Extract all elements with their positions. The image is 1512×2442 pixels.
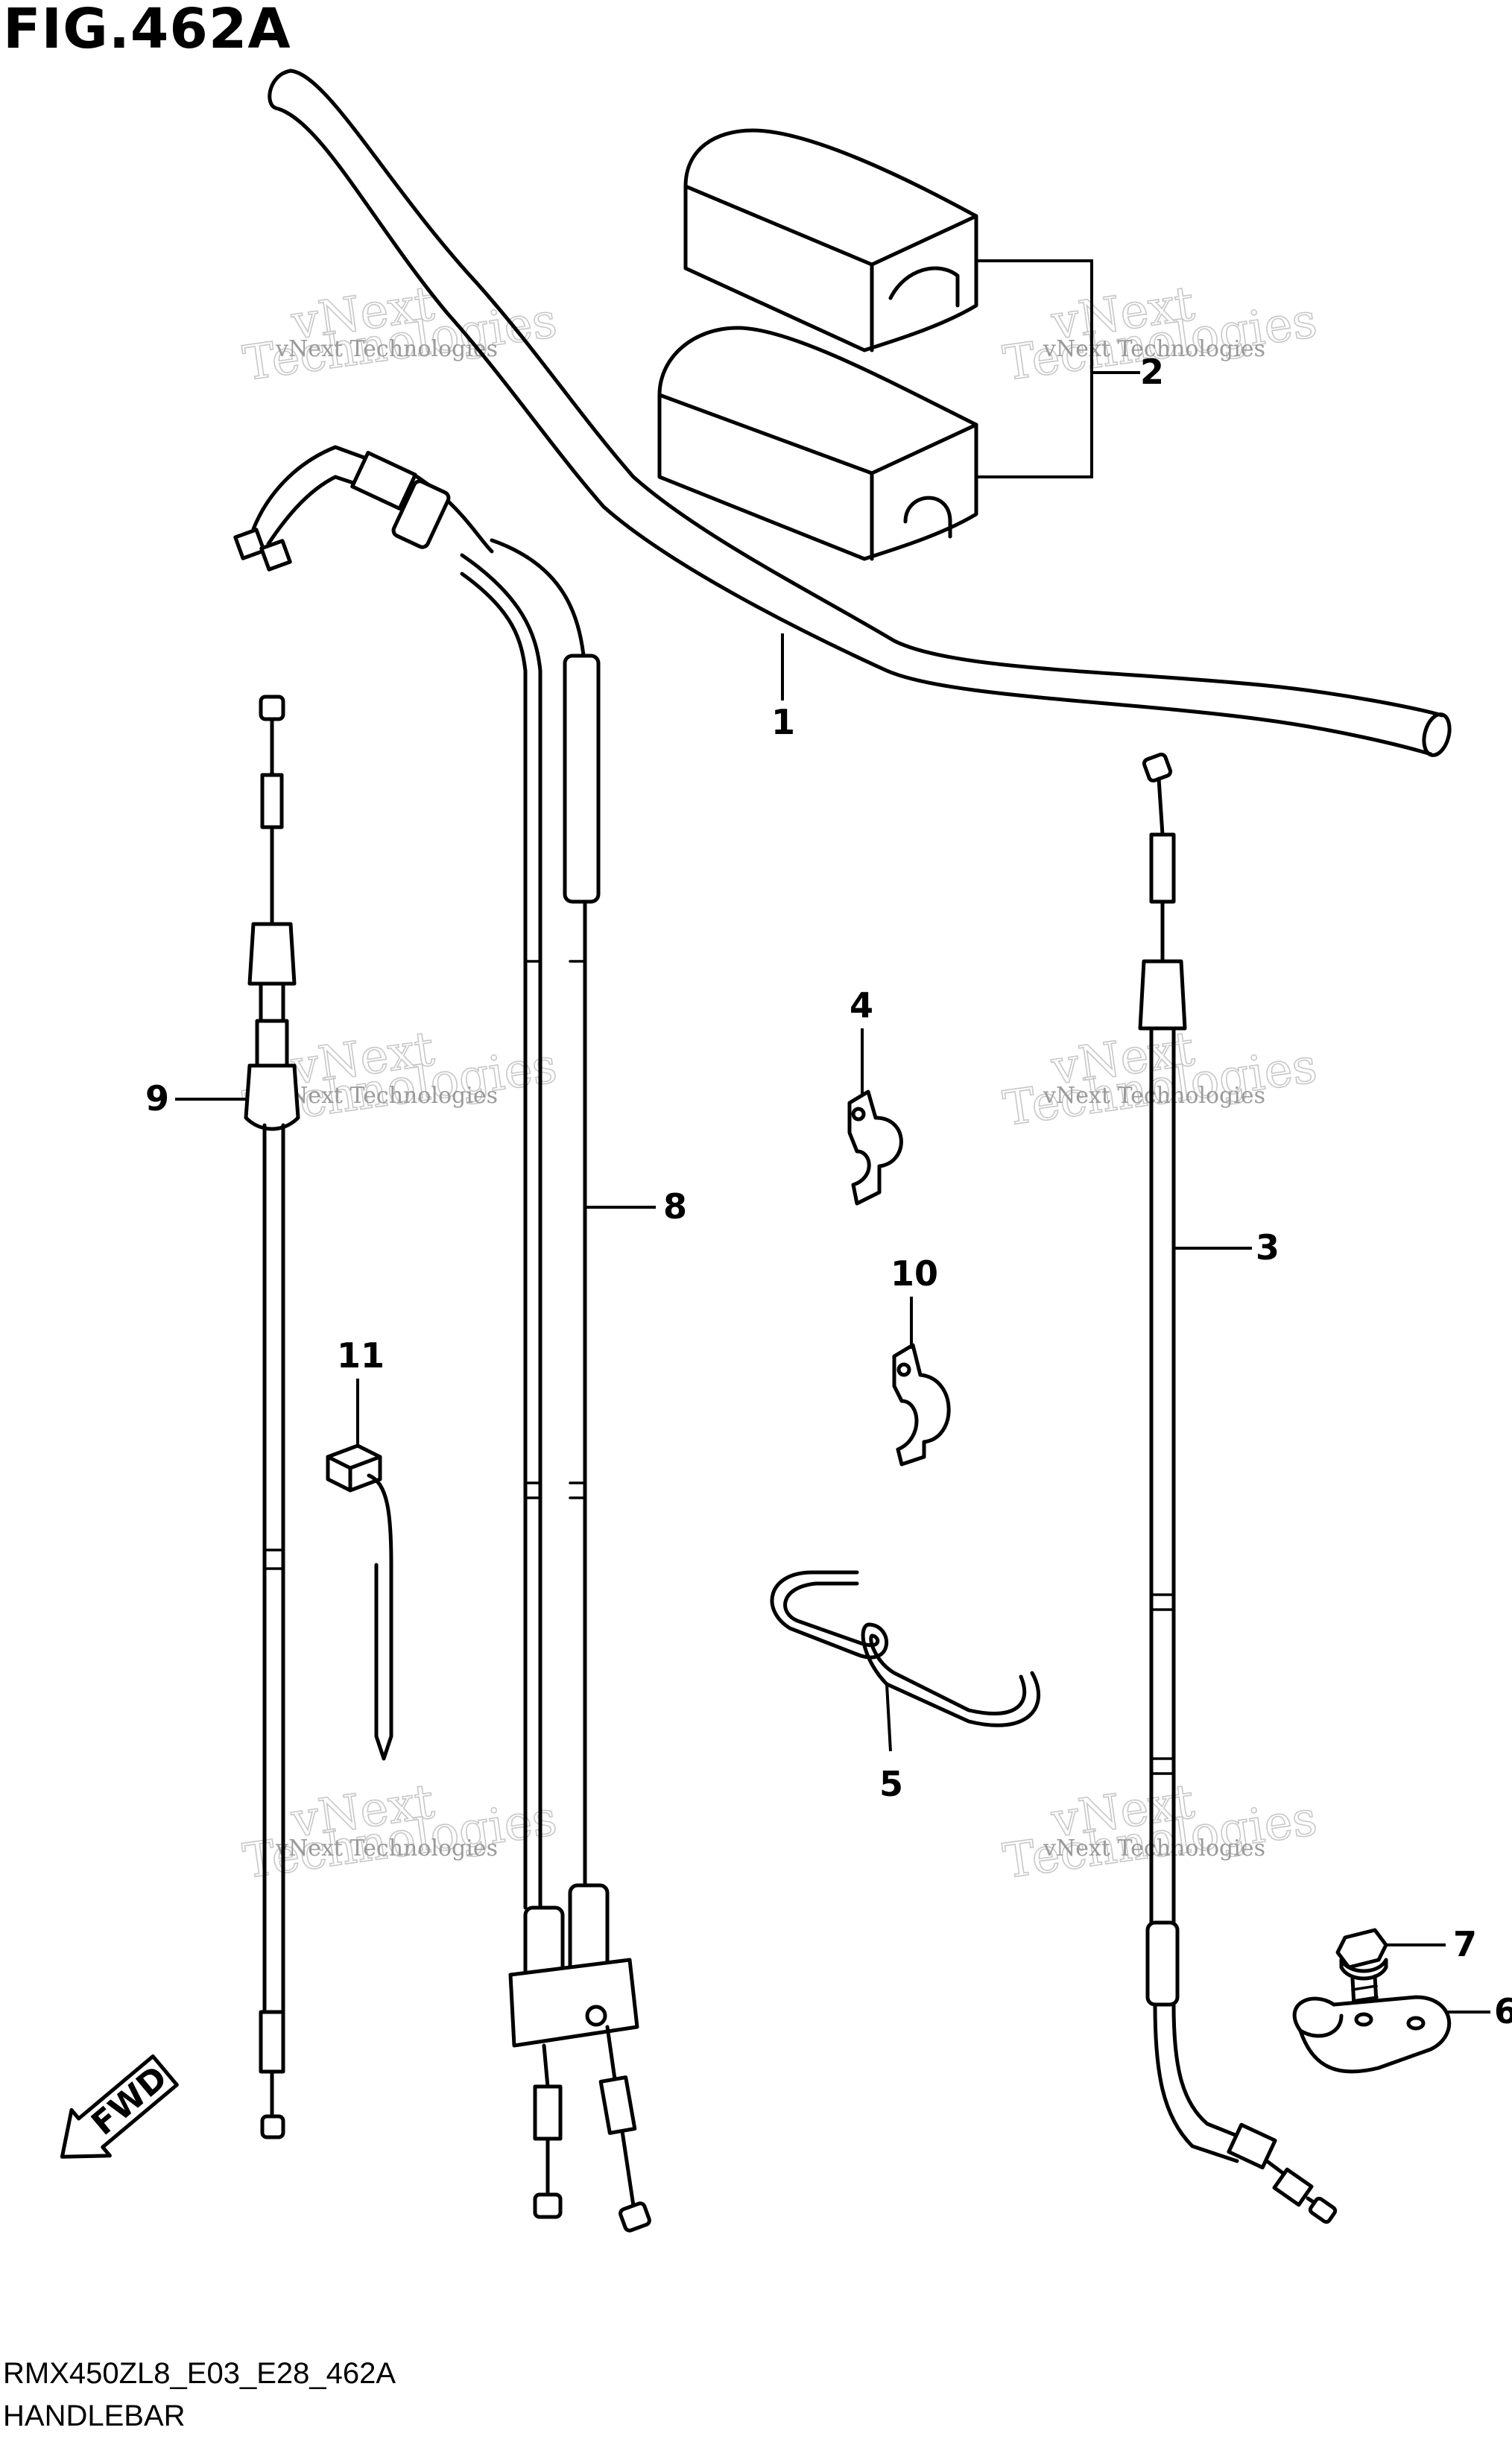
svg-text:vNext Technologies: vNext Technologies: [1043, 1083, 1265, 1109]
svg-text:vNext Technologies: vNext Technologies: [1043, 1835, 1265, 1861]
handlebar-pad-part: [657, 128, 1140, 561]
callout-3: 3: [1256, 1227, 1279, 1268]
watermark-bottom-left: Technologies vNext vNext Technologies: [239, 1774, 560, 1891]
watermark-bottom-right: Technologies vNext vNext Technologies: [999, 1774, 1320, 1891]
figure-title: FIG.462A: [3, 0, 291, 61]
left-cable-part: [175, 695, 300, 2139]
svg-text:vNext Technologies: vNext Technologies: [275, 1835, 498, 1861]
clutch-cable-part: [1138, 752, 1338, 2224]
callout-8: 8: [663, 1186, 687, 1227]
callout-10: 10: [891, 1253, 938, 1294]
cable-tie-part: [326, 1379, 393, 1761]
watermark-top-left: Technologies vNext vNext Technologies: [239, 276, 560, 393]
model-code: RMX450ZL8_E03_E28_462A: [3, 2357, 396, 2390]
callout-9: 9: [145, 1078, 169, 1119]
cable-clamp-4-part: [847, 1028, 903, 1206]
callout-6: 6: [1494, 1991, 1512, 2031]
callout-7: 7: [1453, 1924, 1477, 1964]
wire-guide-part: [770, 1570, 1041, 1752]
svg-text:vNext Technologies: vNext Technologies: [275, 1083, 498, 1109]
callout-4: 4: [850, 985, 873, 1025]
arrow-left-down-icon: [60, 2054, 179, 2159]
fwd-direction-marker: FWD: [60, 2054, 179, 2159]
watermark-mid-right: Technologies vNext vNext Technologies: [999, 1021, 1320, 1138]
figure-caption: HANDLEBAR: [3, 2400, 186, 2432]
cable-holder-part: [1292, 1995, 1490, 2074]
svg-text:vNext Technologies: vNext Technologies: [1043, 336, 1265, 362]
svg-text:vNext Technologies: vNext Technologies: [275, 336, 498, 362]
cable-clamp-10-part: [892, 1297, 951, 1467]
callout-5: 5: [879, 1764, 903, 1804]
handlebar-part: [268, 69, 1452, 757]
callout-11: 11: [337, 1335, 385, 1376]
watermark-mid-left: Technologies vNext vNext Technologies: [239, 1021, 560, 1138]
throttle-cable-part: [233, 445, 656, 2233]
callout-2: 2: [1140, 352, 1164, 392]
callout-1: 1: [771, 702, 795, 742]
